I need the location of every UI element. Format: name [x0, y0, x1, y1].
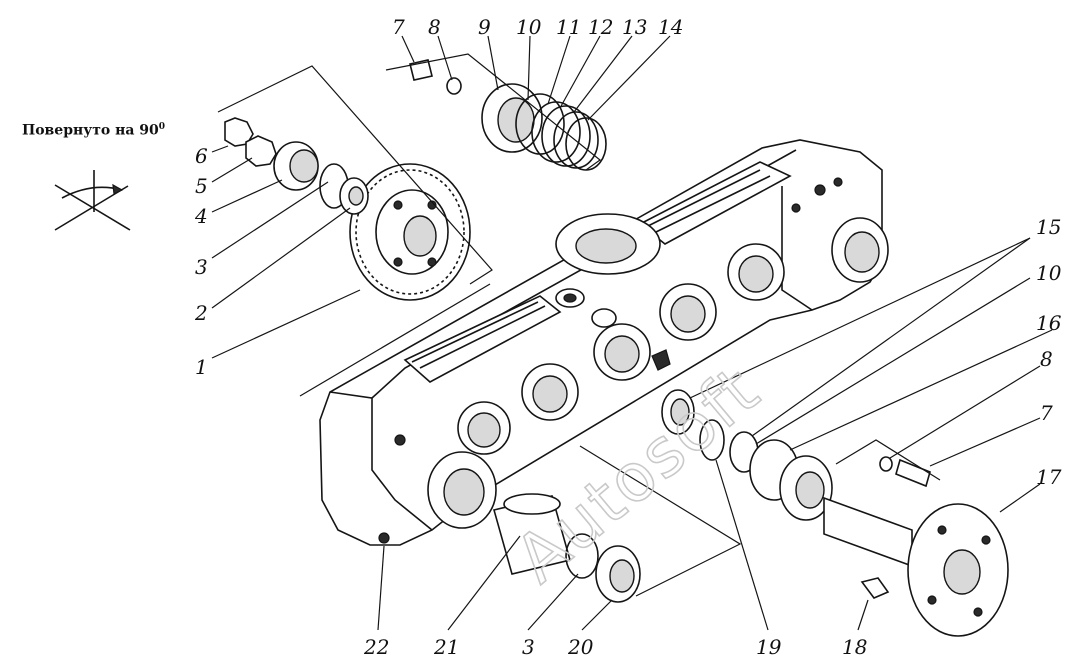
rotation-note: Повернуто на 900 [22, 122, 165, 139]
callout-14: 14 [658, 15, 683, 39]
nut-6 [224, 117, 254, 147]
leader-lines [211, 35, 1053, 631]
bottom-parts [493, 493, 641, 603]
seal-19 [699, 419, 725, 461]
left-small-parts [224, 117, 369, 215]
snap-ring-3-bottom [565, 533, 599, 579]
bolt-18 [860, 577, 890, 599]
axle-housing [319, 139, 889, 546]
callout-7-top: 7 [392, 15, 405, 39]
right-side-parts [661, 389, 1009, 637]
callout-7-right: 7 [1040, 401, 1053, 425]
callout-22: 22 [363, 635, 389, 659]
callout-1: 1 [195, 355, 208, 379]
callout-4: 4 [194, 204, 208, 228]
callout-13: 13 [622, 15, 647, 39]
callout-18: 18 [842, 635, 867, 659]
callouts: 1 2 3 4 5 6 7 8 9 10 11 12 13 14 15 10 1… [194, 15, 1062, 659]
callout-11: 11 [556, 15, 581, 39]
washer-8-right [879, 456, 893, 472]
top-seal-pack [409, 59, 607, 171]
callout-8-top: 8 [428, 15, 441, 39]
callout-15: 15 [1036, 215, 1061, 239]
lock-washer-5 [245, 135, 277, 167]
rotation-note-text: Повернуто на 90 [22, 122, 159, 139]
washer-8-top [446, 77, 462, 95]
callout-8-right: 8 [1040, 347, 1053, 371]
callout-20: 20 [567, 635, 594, 659]
callout-21: 21 [433, 635, 459, 659]
bolt-7-right [895, 458, 931, 488]
callout-10-right: 10 [1036, 261, 1062, 285]
callout-10-top: 10 [516, 15, 542, 39]
callout-16: 16 [1036, 311, 1062, 335]
callout-6: 6 [195, 144, 208, 168]
callout-19: 19 [756, 635, 782, 659]
callout-3: 3 [195, 255, 208, 279]
shaft-17 [823, 496, 913, 568]
callout-2: 2 [194, 301, 208, 325]
rotation-symbol [54, 170, 131, 231]
rotation-note-degree: 0 [158, 122, 166, 132]
assembly-brackets [217, 53, 941, 597]
bolt-7-top [409, 59, 433, 81]
callout-17: 17 [1036, 465, 1062, 489]
callout-9: 9 [478, 15, 491, 39]
callout-5: 5 [195, 174, 208, 198]
callout-12: 12 [588, 15, 613, 39]
driven-gear [349, 163, 471, 301]
callout-3-bottom: 3 [522, 635, 535, 659]
